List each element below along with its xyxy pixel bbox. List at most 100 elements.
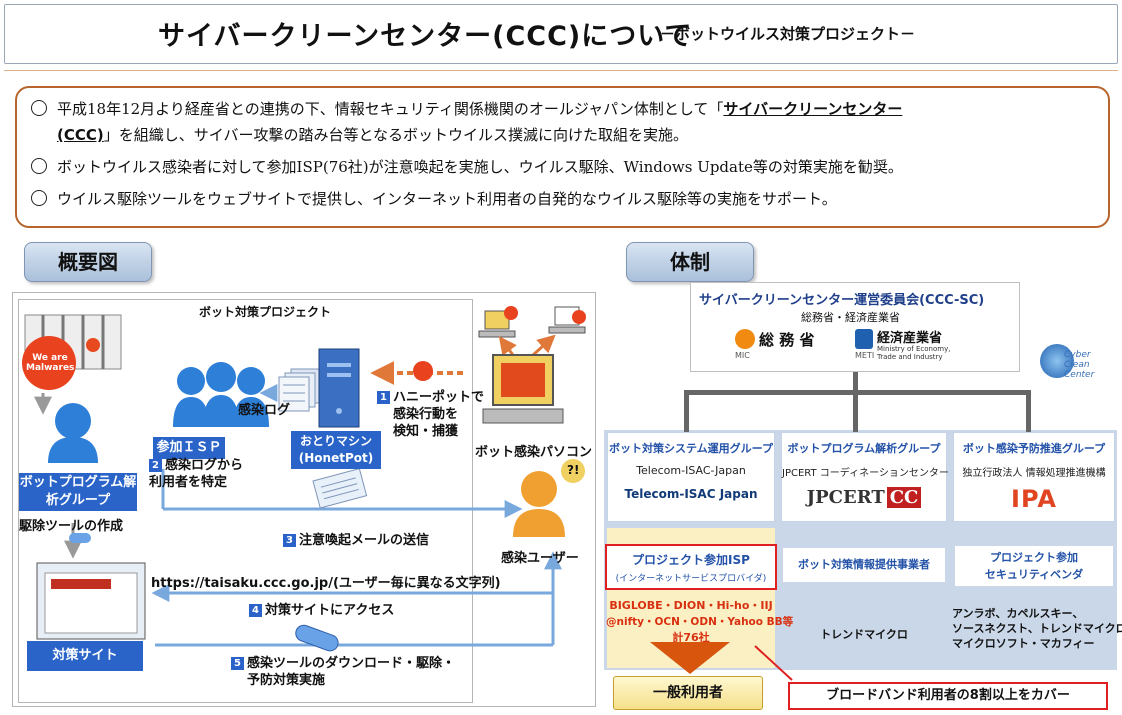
countermeasure-site-box: 対策サイト xyxy=(27,641,143,671)
vendor-list-line1: アンラボ、カペルスキー、 xyxy=(952,607,1084,620)
summary-bullet-1: 平成18年12月より経産省との連携の下、情報セキュリティ関係機関のオールジャパン… xyxy=(31,96,902,122)
committee-title: サイバークリーンセンター運営委員会(CCC-SC) xyxy=(699,293,985,308)
group-org: Telecom-ISAC-Japan xyxy=(636,464,746,477)
meti-abbr: METI xyxy=(855,351,875,360)
down-arrow-icon xyxy=(650,642,730,674)
connector xyxy=(853,372,858,392)
info-provider-member: トレンドマイクロ xyxy=(820,628,908,641)
vendor-title-line2: セキュリティベンダ xyxy=(984,568,1084,581)
page-title: サイバークリーンセンター(CCC)について xyxy=(158,21,693,52)
step4-text: 対策サイトにアクセス xyxy=(265,603,395,618)
ccc-logo-line3: Center xyxy=(1064,370,1095,380)
step1-line2: 感染行動を xyxy=(393,407,459,422)
summary-highlight: サイバークリーンセンター xyxy=(723,100,903,118)
summary-text: ウイルス駆除ツールをウェブサイトで提供し、インターネット利用者の自発的なウイルス… xyxy=(57,190,837,208)
connector xyxy=(684,390,689,432)
group-title: ボット対策システム運用グループ xyxy=(608,442,773,455)
jpcert-logo-text: JPCERT xyxy=(806,487,885,508)
diagram-graphics xyxy=(22,306,586,652)
ministries-label: 総務省・経済産業省 xyxy=(801,311,900,324)
mic-logo-icon xyxy=(735,329,755,349)
step5-line1: 感染ツールのダウンロード・駆除・ xyxy=(247,656,456,671)
step2-line1: 感染ログから xyxy=(165,458,244,473)
question-mark: ?! xyxy=(567,463,580,477)
vendor-list-line3: マイクロソフト・マカフィー xyxy=(952,637,1095,650)
summary-box: 平成18年12月より経産省との連携の下、情報セキュリティ関係機関のオールジャパン… xyxy=(15,86,1110,228)
title-divider xyxy=(4,70,1118,71)
step-number-badge: 2 xyxy=(149,459,162,472)
meti-name: 経済産業省 xyxy=(877,331,943,346)
summary-bullet-2: ボットウイルス感染者に対して参加ISP(76社)が注意喚起を実施し、ウイルス駆除… xyxy=(31,154,903,180)
summary-text: 」を組織し、サイバー攻撃の踏み台等となるボットウイルス撲滅に向けた取組を実施。 xyxy=(103,126,689,144)
security-vendor-box: プロジェクト参加 セキュリティベンダ xyxy=(955,546,1113,586)
infection-log-label: 感染ログ xyxy=(238,403,291,418)
coverage-callout: ブロードバンド利用者の8割以上をカバー xyxy=(788,682,1108,710)
mic-abbr: MIC xyxy=(735,351,750,360)
summary-highlight: (CCC) xyxy=(57,126,104,144)
isp-list-line3: 計76社 xyxy=(672,631,710,644)
step5-line2: 予防対策実施 xyxy=(247,673,326,688)
step-number-badge: 5 xyxy=(231,657,244,670)
honeypot-name: おとりマシン xyxy=(299,434,372,448)
isp-people-icon xyxy=(173,362,269,427)
infected-user-label: 感染ユーザー xyxy=(501,551,579,566)
ccc-logo-line2: Clean xyxy=(1064,360,1090,370)
isp-subtitle: (インターネットサービスプロバイダ) xyxy=(615,574,767,584)
step-number-badge: 3 xyxy=(283,534,296,547)
group-bot-analysis: ボットプログラム解析グループ JPCERT コーディネーションセンター JPCE… xyxy=(781,432,949,522)
page-subtitle: －ボットウイルス対策プロジェクト－ xyxy=(660,25,916,43)
capsule-icon xyxy=(295,624,339,652)
step1-line1: ハニーポットで xyxy=(393,390,485,405)
group-title: ボット感染予防推進グループ xyxy=(962,442,1106,455)
committee-box: サイバークリーンセンター運営委員会(CCC-SC) 総務省・経済産業省 MIC … xyxy=(690,282,1020,372)
honeypot-box: おとりマシン (HonetPot) xyxy=(291,431,381,469)
jpcert-logo-cc: CC xyxy=(886,487,922,508)
isp-list: BIGLOBE・DION・Hi-ho・IIJ @nifty・OCN・ODN・Ya… xyxy=(606,598,794,646)
callout-line xyxy=(754,645,793,681)
circle-bullet-icon xyxy=(31,100,47,116)
isp-list-line2: @nifty・OCN・ODN・Yahoo BB等 xyxy=(606,616,794,628)
mic-name: 総 務 省 xyxy=(759,331,815,349)
vendor-list: アンラボ、カペルスキー、 ソースネクスト、トレンドマイクロ マイクロソフト・マカ… xyxy=(952,606,1122,651)
vendor-list-line2: ソースネクスト、トレンドマイクロ xyxy=(952,622,1122,635)
countermeasure-site-icon xyxy=(36,562,146,640)
title-bar xyxy=(4,4,1118,64)
overview-diagram: ボット対策プロジェクト We are Malwares 感染ログ 参加ＩＳＰ お… xyxy=(12,292,596,707)
step-number-badge: 1 xyxy=(377,391,390,404)
overview-section-label: 概要図 xyxy=(24,242,152,282)
group-bot-prevention: ボット感染予防推進グループ 独立行政法人 情報処理推進機構 IPA xyxy=(953,432,1115,522)
group-bot-system: ボット対策システム運用グループ Telecom-ISAC-Japan Telec… xyxy=(607,432,775,522)
general-users-box: 一般利用者 xyxy=(613,676,763,710)
circle-bullet-icon xyxy=(31,158,47,174)
virus-icon xyxy=(413,361,433,381)
telecom-isac-logo: Telecom-ISAC Japan xyxy=(624,487,758,501)
step-number-badge: 4 xyxy=(249,604,262,617)
malware-bubble xyxy=(22,336,76,390)
mail-envelope-icon xyxy=(312,467,368,509)
isp-title: プロジェクト参加ISP xyxy=(632,553,750,567)
ccc-logo-line1: Cyber xyxy=(1064,350,1091,360)
structure-section-label: 体制 xyxy=(626,242,754,282)
connector xyxy=(1026,390,1031,432)
project-frame xyxy=(18,299,473,703)
meti-logo-icon xyxy=(855,329,873,349)
participating-isp-box: 参加ＩＳＰ xyxy=(153,437,225,459)
infected-user-icon xyxy=(513,459,585,537)
info-provider-box: ボット対策情報提供事業者 xyxy=(783,548,945,582)
honeypot-sub: (HonetPot) xyxy=(298,451,374,465)
bottom-graphics xyxy=(650,642,793,681)
summary-bullet-3: ウイルス駆除ツールをウェブサイトで提供し、インターネット利用者の自発的なウイルス… xyxy=(31,186,837,212)
meti-english: Ministry of Economy, Trade and Industry xyxy=(877,345,951,361)
step2-line2: 利用者を特定 xyxy=(149,475,228,490)
isp-list-line1: BIGLOBE・DION・Hi-ho・IIJ xyxy=(609,599,773,612)
summary-bullet-1-cont: (CCC)」を組織し、サイバー攻撃の踏み台等となるボットウイルス撲滅に向けた取組… xyxy=(57,122,688,148)
group-title: ボットプログラム解析グループ xyxy=(787,442,941,455)
infected-pc-label: ボット感染パソコン xyxy=(475,445,593,460)
step3-text: 注意喚起メールの送信 xyxy=(299,533,430,548)
